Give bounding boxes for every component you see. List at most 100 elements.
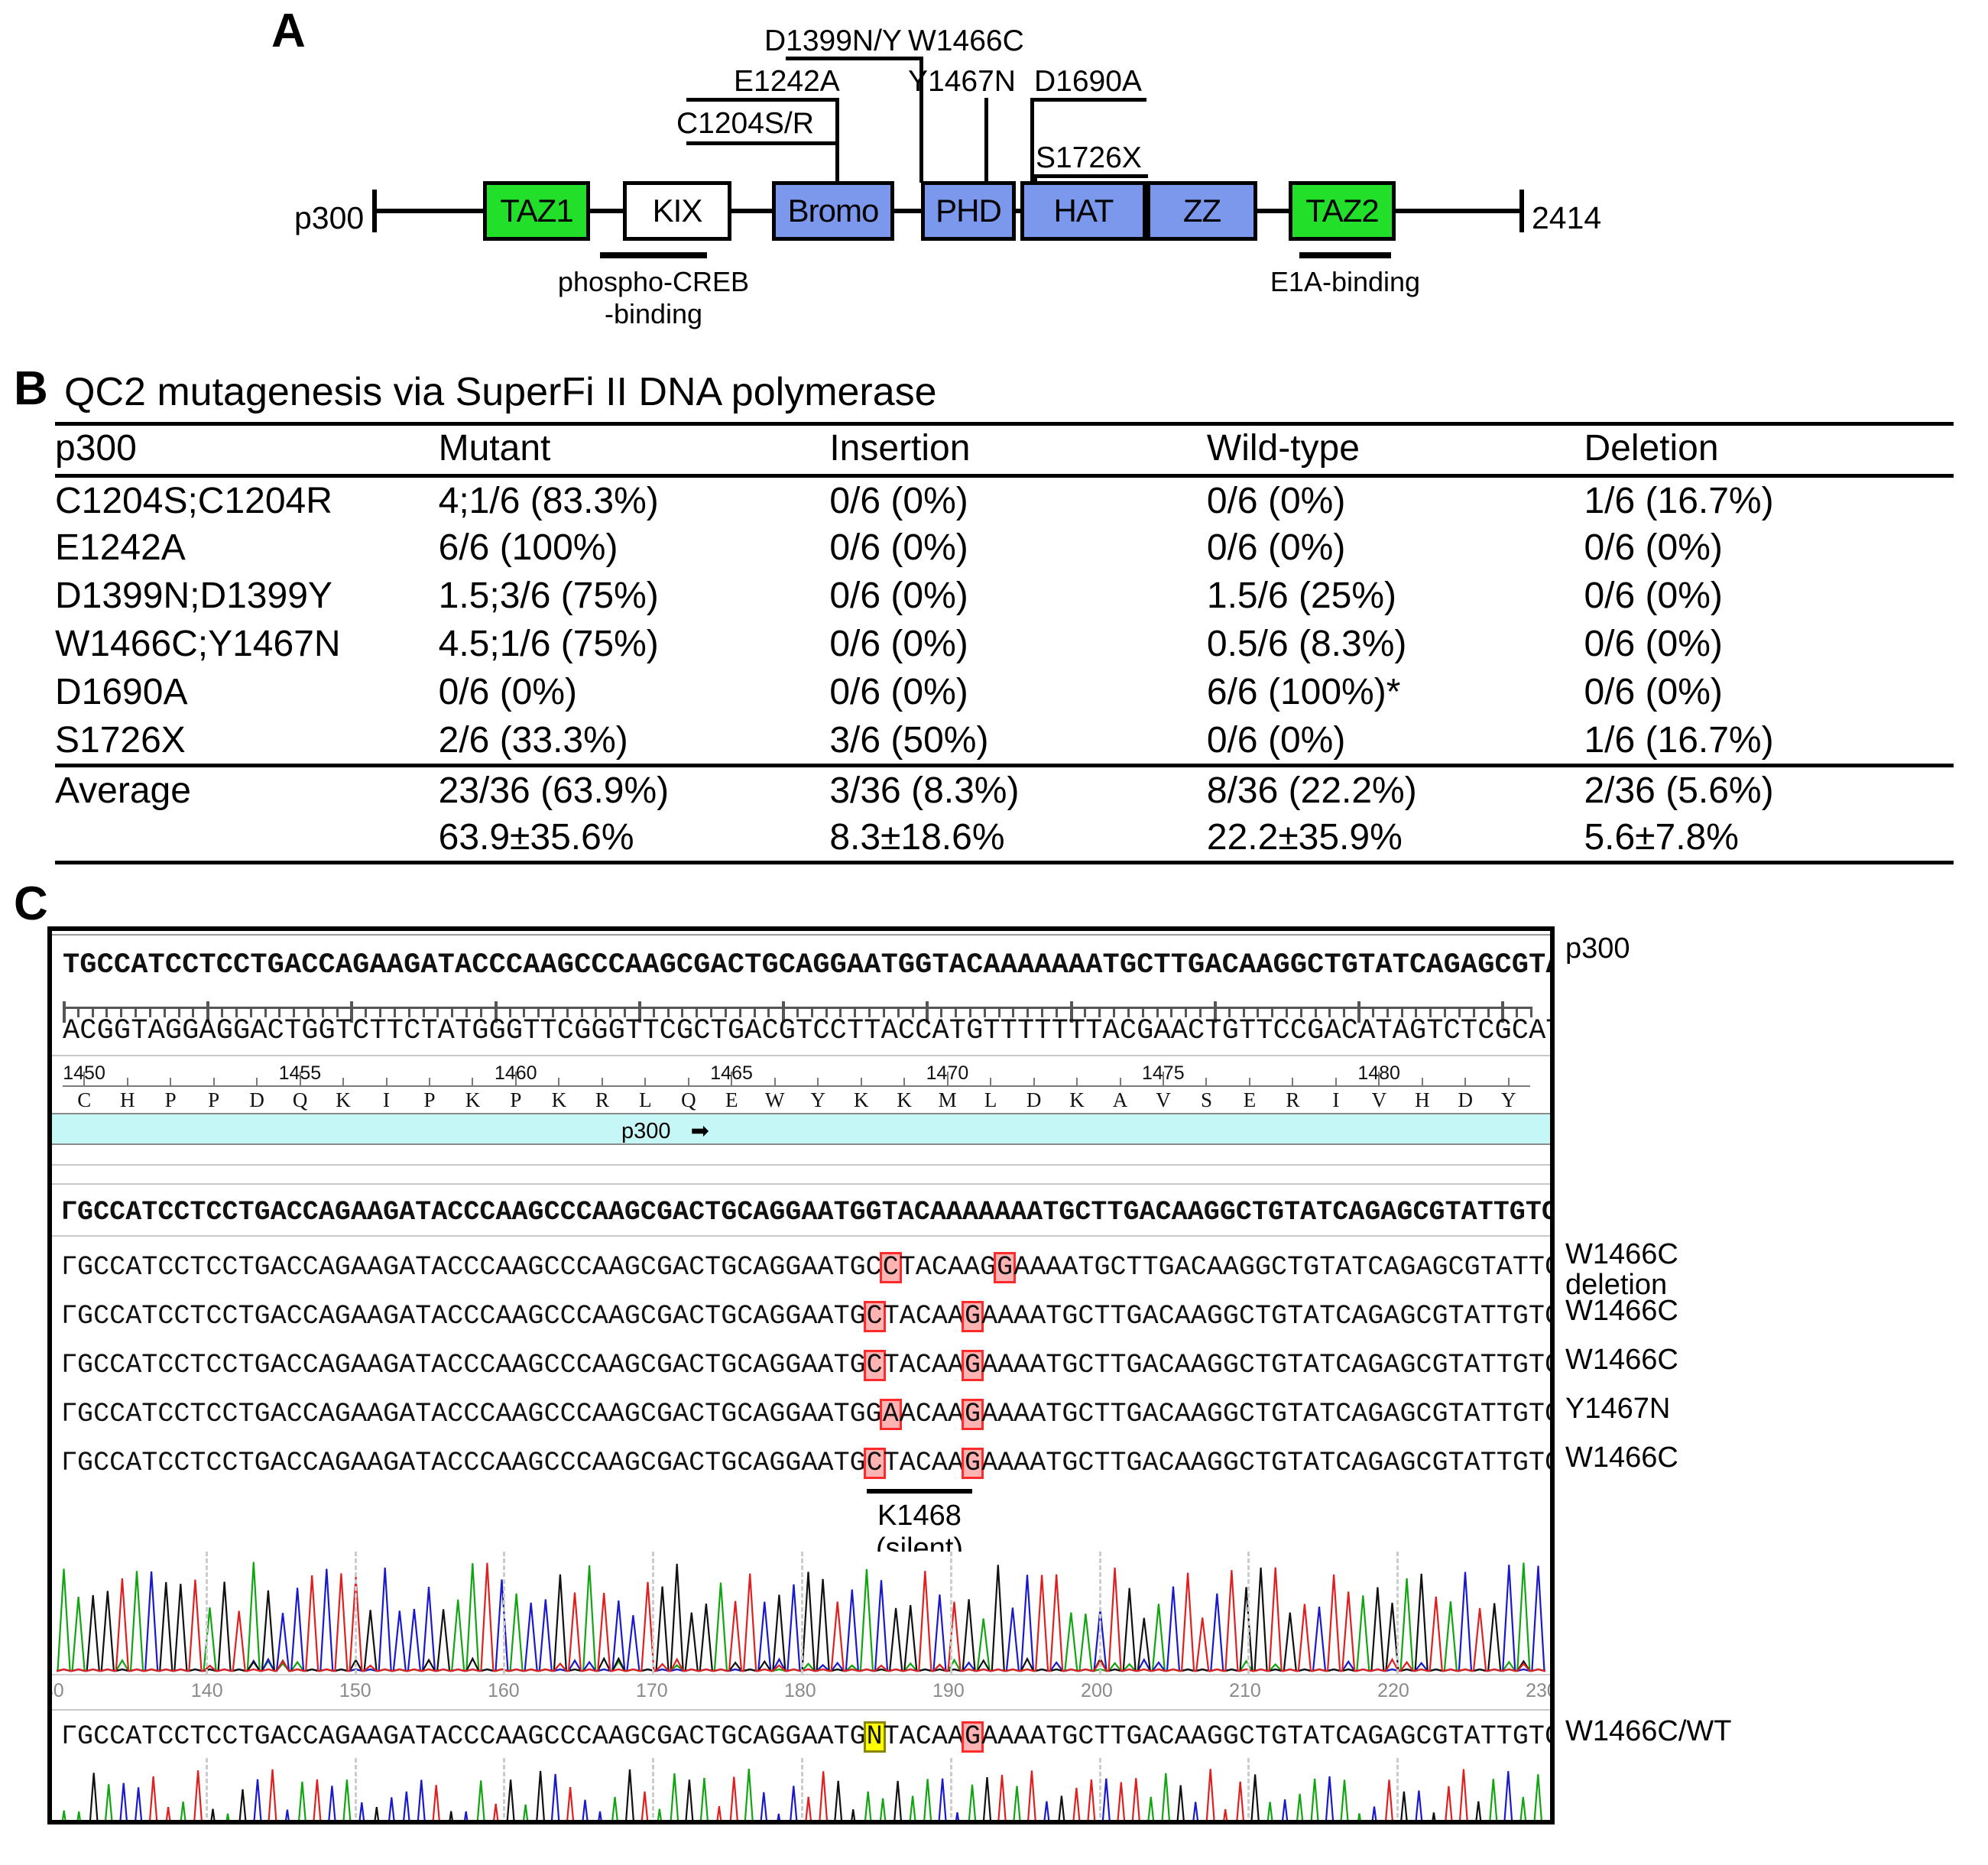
amino-acid-letter: Q xyxy=(292,1088,308,1111)
cell-construct: E1242A xyxy=(55,527,186,568)
ruler-minor-tick xyxy=(1098,1007,1101,1017)
ruler-minor-tick xyxy=(810,1007,813,1017)
chromatogram-gridline xyxy=(1247,1552,1250,1674)
ruler-minor-tick xyxy=(955,1007,958,1017)
chromatogram-axis-tick: 230 xyxy=(1526,1680,1555,1701)
chromatogram-axis-tick: 190 xyxy=(932,1680,965,1701)
ruler-minor-tick xyxy=(940,1007,943,1017)
ruler-major-tick xyxy=(782,1001,786,1023)
aa-position-number: 1470 xyxy=(926,1062,969,1084)
table-header-row: p300 Mutant Insertion Wild-type Deletion xyxy=(55,423,1954,476)
highlighted-base-mutation1: C xyxy=(863,1448,886,1479)
aa-minor-tick xyxy=(687,1078,689,1085)
cell-insertion: 3/6 (50%) xyxy=(829,720,989,761)
ruler-minor-tick xyxy=(91,1007,94,1017)
ruler-minor-tick xyxy=(696,1007,699,1017)
chromatogram-gridline xyxy=(801,1758,803,1820)
cell-stdev-wildtype: 22.2±35.9% xyxy=(1206,817,1403,858)
cell-deletion: 1/6 (16.7%) xyxy=(1584,720,1774,761)
cell-deletion: 1/6 (16.7%) xyxy=(1584,481,1774,521)
ruler-minor-tick xyxy=(192,1007,195,1017)
cell-mutant: 1.5;3/6 (75%) xyxy=(438,576,659,616)
chromatogram-gridline xyxy=(1098,1758,1101,1820)
cell-wildtype: 0/6 (0%) xyxy=(1206,527,1346,568)
row-tag-w1466c-deletion: W1466C deletion xyxy=(1565,1238,1678,1301)
ruler-minor-tick xyxy=(652,1007,655,1017)
chromatogram-gridline xyxy=(205,1552,208,1674)
amino-acid-letter: L xyxy=(984,1088,997,1111)
ruler-minor-tick xyxy=(1458,1007,1461,1017)
chromatogram-gridline xyxy=(503,1758,506,1820)
amino-acid-letter: I xyxy=(1332,1088,1340,1111)
ruler-minor-tick xyxy=(407,1007,410,1017)
e1a-binding-label: E1A-binding xyxy=(1270,266,1421,297)
ruler-minor-tick xyxy=(508,1007,511,1017)
sequence-segment: TACAA xyxy=(883,1350,965,1380)
aa-minor-tick xyxy=(601,1078,603,1085)
aa-position-number: 1465 xyxy=(710,1062,753,1084)
cell-average-mutant: 23/36 (63.9%) xyxy=(438,770,670,811)
row-tag-w1466c-1: W1466C xyxy=(1565,1295,1678,1327)
ruler-minor-tick xyxy=(1343,1007,1346,1017)
ruler-minor-tick xyxy=(1185,1007,1188,1017)
cell-stdev-deletion: 5.6±7.8% xyxy=(1584,817,1739,858)
backbone-segment xyxy=(372,209,487,213)
alignment-row-y1467n: ΓGCCATCCTCCTGACCAGAAGATACCCAAGCCCAAGCGAC… xyxy=(61,1399,1550,1430)
ruler-minor-tick xyxy=(293,1007,296,1017)
ruler-major-tick xyxy=(494,1001,498,1023)
chromatogram-gridline xyxy=(949,1758,952,1820)
chromatogram-gridline xyxy=(354,1758,357,1820)
amino-acid-letter: P xyxy=(423,1088,436,1111)
row-tag-w1466c-wt: W1466C/WT xyxy=(1565,1715,1732,1747)
ruler-minor-tick xyxy=(393,1007,396,1017)
sequence-segment: AAAATGCTTGACAAGGCTGTATCAGAGCGTATTGTCCATG… xyxy=(981,1399,1550,1429)
ruler-minor-tick xyxy=(1199,1007,1202,1017)
amino-acid-letter: P xyxy=(164,1088,177,1111)
amino-acid-letter: D xyxy=(1458,1088,1474,1111)
domain-label: TAZ2 xyxy=(1305,193,1380,229)
amino-acid-letter: D xyxy=(1026,1088,1042,1111)
cell-mutant: 2/6 (33.3%) xyxy=(438,720,628,761)
chromatogram-axis-tick: 150 xyxy=(339,1680,371,1701)
ruler-minor-tick xyxy=(1141,1007,1144,1017)
panel-c-letter: C xyxy=(14,877,48,930)
aa-minor-tick xyxy=(1464,1078,1467,1085)
sequence-segment: TACAA xyxy=(883,1721,965,1752)
row-tag-w1466c-2: W1466C xyxy=(1565,1344,1678,1376)
ruler-minor-tick xyxy=(436,1007,439,1017)
ruler-minor-tick xyxy=(1429,1007,1432,1017)
ruler-minor-tick xyxy=(911,1007,914,1017)
aa-minor-tick xyxy=(170,1078,172,1085)
aa-minor-tick xyxy=(644,1078,647,1085)
ruler-minor-tick xyxy=(897,1007,900,1017)
cell-insertion: 0/6 (0%) xyxy=(829,624,968,664)
aa-minor-tick xyxy=(1033,1078,1035,1085)
aa-minor-tick xyxy=(212,1078,215,1085)
ruler-minor-tick xyxy=(135,1007,138,1017)
aa-position-number: 1480 xyxy=(1357,1062,1400,1084)
ruler-minor-tick xyxy=(666,1007,670,1017)
chromatogram-gridline xyxy=(801,1552,803,1674)
ruler-minor-tick xyxy=(983,1007,986,1017)
ruler-minor-tick xyxy=(1127,1007,1130,1017)
mutation-underline xyxy=(786,57,923,60)
ruler-minor-tick xyxy=(1444,1007,1447,1017)
cell-wildtype: 0/6 (0%) xyxy=(1206,481,1346,521)
feature-bar-name: p300 xyxy=(621,1119,671,1143)
amino-acid-letter: Q xyxy=(681,1088,696,1111)
cell-stdev-label xyxy=(55,814,439,863)
ruler-minor-tick xyxy=(422,1007,425,1017)
divider xyxy=(52,1235,1550,1237)
alignment-row-w1466c-3: ΓGCCATCCTCCTGACCAGAAGATACCCAAGCCCAAGCGAC… xyxy=(61,1448,1550,1479)
ruler-minor-tick xyxy=(537,1007,540,1017)
ruler-minor-tick xyxy=(1257,1007,1260,1017)
ruler-minor-tick xyxy=(321,1007,324,1017)
chromatogram-gridline xyxy=(949,1552,952,1674)
chromatogram-axis-tick: 200 xyxy=(1081,1680,1113,1701)
cell-deletion: 0/6 (0%) xyxy=(1584,624,1723,664)
ruler-minor-tick xyxy=(264,1007,267,1017)
sequence-segment: ΓGCCATCCTCCTGACCAGAAGATACCCAAGCCCAAGCGAC… xyxy=(61,1721,866,1752)
protein-name-label: p300 xyxy=(294,200,365,235)
ruler-major-tick xyxy=(1069,1001,1073,1023)
